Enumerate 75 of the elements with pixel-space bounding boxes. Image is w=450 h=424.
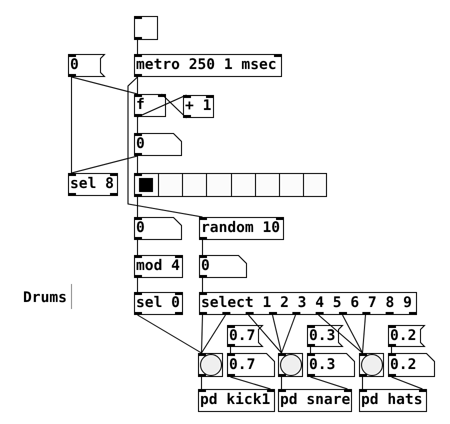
object-label: sel 8 <box>70 177 114 192</box>
message-box <box>68 54 105 77</box>
patch-cord <box>137 40 138 54</box>
message-box <box>307 325 343 347</box>
number-field <box>199 255 247 278</box>
object-box <box>199 292 417 315</box>
object-box <box>198 389 275 412</box>
patch-cord <box>201 376 202 390</box>
number-value: 0.3 <box>309 358 336 372</box>
number-value: 0.7 <box>229 358 256 372</box>
number-value: 0 <box>201 259 210 274</box>
object-box <box>68 173 118 196</box>
object-label: pd kick1 <box>200 393 270 408</box>
message-label: 0.3 <box>309 328 336 344</box>
object-box <box>359 389 427 412</box>
patch-cord <box>71 76 72 174</box>
patch-cord <box>137 278 138 292</box>
patch-cord <box>137 94 187 118</box>
object-label: random 10 <box>201 221 280 236</box>
patch-cord <box>391 346 392 354</box>
number-field <box>227 353 275 377</box>
object-box <box>134 54 282 77</box>
message-box <box>227 325 263 347</box>
object-label: pd snare <box>280 393 350 408</box>
comment-text: Drums <box>23 291 67 306</box>
number-value: 0.2 <box>390 358 416 372</box>
patch-cord <box>248 314 282 354</box>
patch-cord <box>230 346 231 354</box>
object-box <box>134 94 166 117</box>
number-field <box>134 217 182 240</box>
patch-cord <box>71 156 138 174</box>
message-label: 0.7 <box>229 328 256 344</box>
patch-cord <box>342 314 363 354</box>
patch-cord <box>137 76 138 94</box>
toggle-box <box>134 16 158 40</box>
object-label: pd hats <box>361 393 423 408</box>
patch-cord <box>137 196 138 218</box>
object-label: metro 250 1 msec <box>136 58 277 73</box>
patch-cord <box>202 278 203 292</box>
patch-cord <box>137 240 138 256</box>
number-field <box>134 133 182 156</box>
patch-cord <box>137 156 138 174</box>
object-box <box>278 389 352 412</box>
patch-cord <box>202 240 203 256</box>
patch-cord <box>281 314 296 354</box>
object-box <box>199 217 284 240</box>
message-label: 0.2 <box>390 328 416 344</box>
patch-cord <box>318 314 363 354</box>
patch-cord <box>272 314 282 354</box>
patch-cord <box>128 76 203 218</box>
number-value: 0 <box>136 221 145 236</box>
patch-cord <box>281 376 282 390</box>
message-label: 0 <box>70 58 79 73</box>
patch-cord <box>201 314 203 354</box>
number-field <box>307 353 355 377</box>
object-label: f <box>136 98 145 113</box>
object-label: + 1 <box>185 99 212 114</box>
object-label: sel 0 <box>136 296 180 311</box>
message-box <box>388 325 425 347</box>
number-value: 0 <box>136 137 145 152</box>
object-label: select 1 2 3 4 5 6 7 8 9 <box>201 296 412 311</box>
number-field <box>388 353 435 377</box>
patch-cord <box>137 116 138 134</box>
patch-cord <box>362 376 363 390</box>
patch-cord <box>137 314 202 354</box>
patch-cord <box>362 314 366 354</box>
radio-selector <box>134 173 327 197</box>
patch-cord <box>71 76 138 94</box>
object-box <box>183 95 214 118</box>
patch-cord <box>310 346 311 354</box>
patch-cord <box>391 376 423 390</box>
object-label: mod 4 <box>136 259 180 274</box>
object-box <box>134 292 183 315</box>
object-box <box>134 255 183 278</box>
patch-cord <box>161 94 187 118</box>
